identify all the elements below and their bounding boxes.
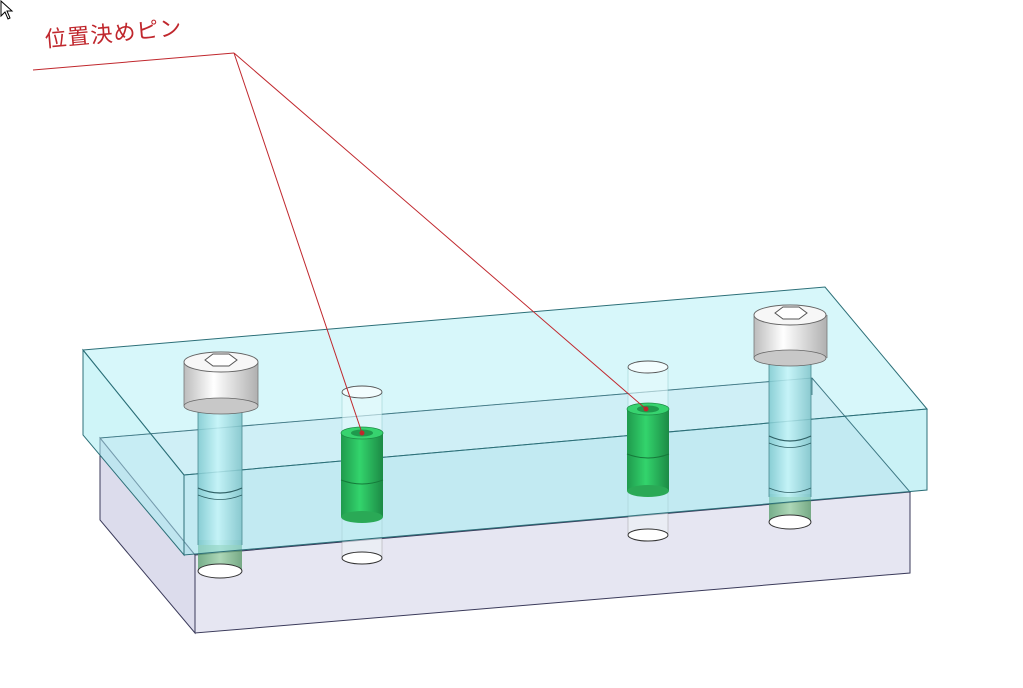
callout-underline <box>32 52 235 71</box>
left-bolt[interactable] <box>183 351 259 545</box>
arrow-cursor-icon <box>0 0 14 20</box>
leader-line-right-pin <box>233 52 647 410</box>
right-bolt[interactable] <box>753 304 828 497</box>
right-locating-pin[interactable] <box>626 360 670 497</box>
leader-line-left-pin <box>233 52 363 434</box>
leader-dot-right <box>643 406 649 412</box>
left-locating-pin[interactable] <box>340 385 384 523</box>
callout-leader <box>32 52 649 436</box>
leader-dot-left <box>359 430 365 436</box>
